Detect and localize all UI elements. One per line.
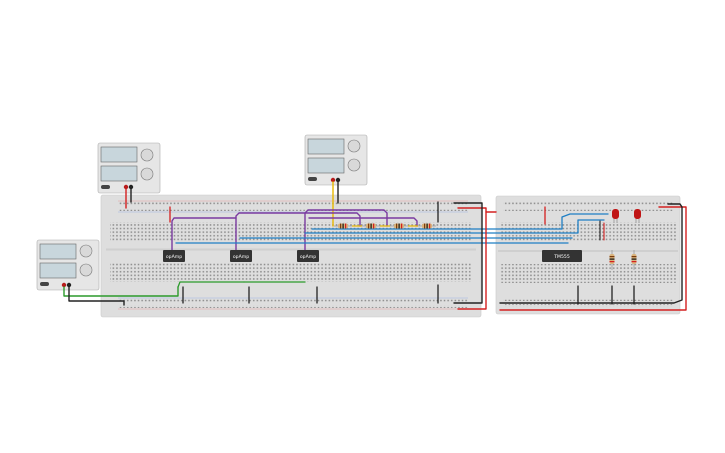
terminal-negative[interactable]: [66, 282, 72, 288]
power-supply-2[interactable]: [304, 134, 368, 186]
knob-voltage[interactable]: [347, 139, 361, 153]
timer-555-chip[interactable]: TM555: [542, 250, 582, 262]
power-switch[interactable]: [101, 185, 110, 189]
resistor[interactable]: [609, 250, 615, 270]
power-rail-bottom-2: [118, 305, 468, 308]
display-voltage: [39, 243, 77, 260]
power-rail-top-2: [118, 208, 468, 211]
knob-current[interactable]: [79, 263, 93, 277]
display-voltage: [307, 138, 345, 155]
wire-red[interactable]: [499, 206, 687, 311]
power-supply-1[interactable]: [97, 142, 161, 194]
resistor[interactable]: [390, 223, 408, 229]
terminal-negative[interactable]: [335, 177, 341, 183]
wire-purple[interactable]: [171, 217, 237, 253]
breadboard-right: [495, 195, 681, 315]
knob-current[interactable]: [140, 167, 154, 181]
center-channel: [106, 248, 476, 251]
power-rail-top-1: [118, 202, 468, 205]
terminal-positive[interactable]: [330, 177, 336, 183]
wire-red[interactable]: [457, 207, 487, 310]
wire-black[interactable]: [68, 286, 125, 306]
wire-purple[interactable]: [308, 217, 418, 227]
terminal-strip-bottom: [110, 263, 472, 282]
resistor[interactable]: [418, 223, 436, 229]
resistor[interactable]: [362, 223, 380, 229]
terminal-positive[interactable]: [61, 282, 67, 288]
opamp-chip-2[interactable]: opAmp: [230, 250, 252, 262]
power-rail-bottom-1: [118, 299, 468, 302]
wire-green[interactable]: [177, 281, 245, 288]
knob-current[interactable]: [347, 158, 361, 172]
wire-blue[interactable]: [311, 213, 609, 230]
resistor-group: [334, 223, 436, 229]
resistor[interactable]: [631, 250, 637, 270]
display-current: [39, 262, 77, 279]
wire-purple[interactable]: [304, 209, 388, 253]
wire-black[interactable]: [499, 203, 683, 304]
terminal-negative[interactable]: [128, 184, 134, 190]
wire-black[interactable]: [453, 202, 483, 304]
display-current: [307, 157, 345, 174]
chip-label: opAmp: [300, 254, 316, 260]
opamp-chip-3[interactable]: opAmp: [297, 250, 319, 262]
knob-voltage[interactable]: [140, 148, 154, 162]
knob-voltage[interactable]: [79, 244, 93, 258]
resistor[interactable]: [334, 223, 352, 229]
chip-label: opAmp: [166, 254, 182, 260]
led[interactable]: [612, 209, 619, 223]
display-current: [100, 165, 138, 182]
terminal-positive[interactable]: [123, 184, 129, 190]
chip-label: TM555: [553, 254, 570, 260]
opamp-chip-1[interactable]: opAmp: [163, 250, 185, 262]
terminal-strip-top: [110, 222, 472, 241]
chip-label: opAmp: [233, 254, 249, 260]
power-switch[interactable]: [308, 177, 317, 181]
wire-green[interactable]: [63, 286, 179, 297]
wire-blue[interactable]: [304, 219, 605, 234]
display-voltage: [100, 146, 138, 163]
power-switch[interactable]: [40, 282, 49, 286]
led[interactable]: [634, 209, 641, 223]
power-supply-3[interactable]: [36, 239, 100, 291]
